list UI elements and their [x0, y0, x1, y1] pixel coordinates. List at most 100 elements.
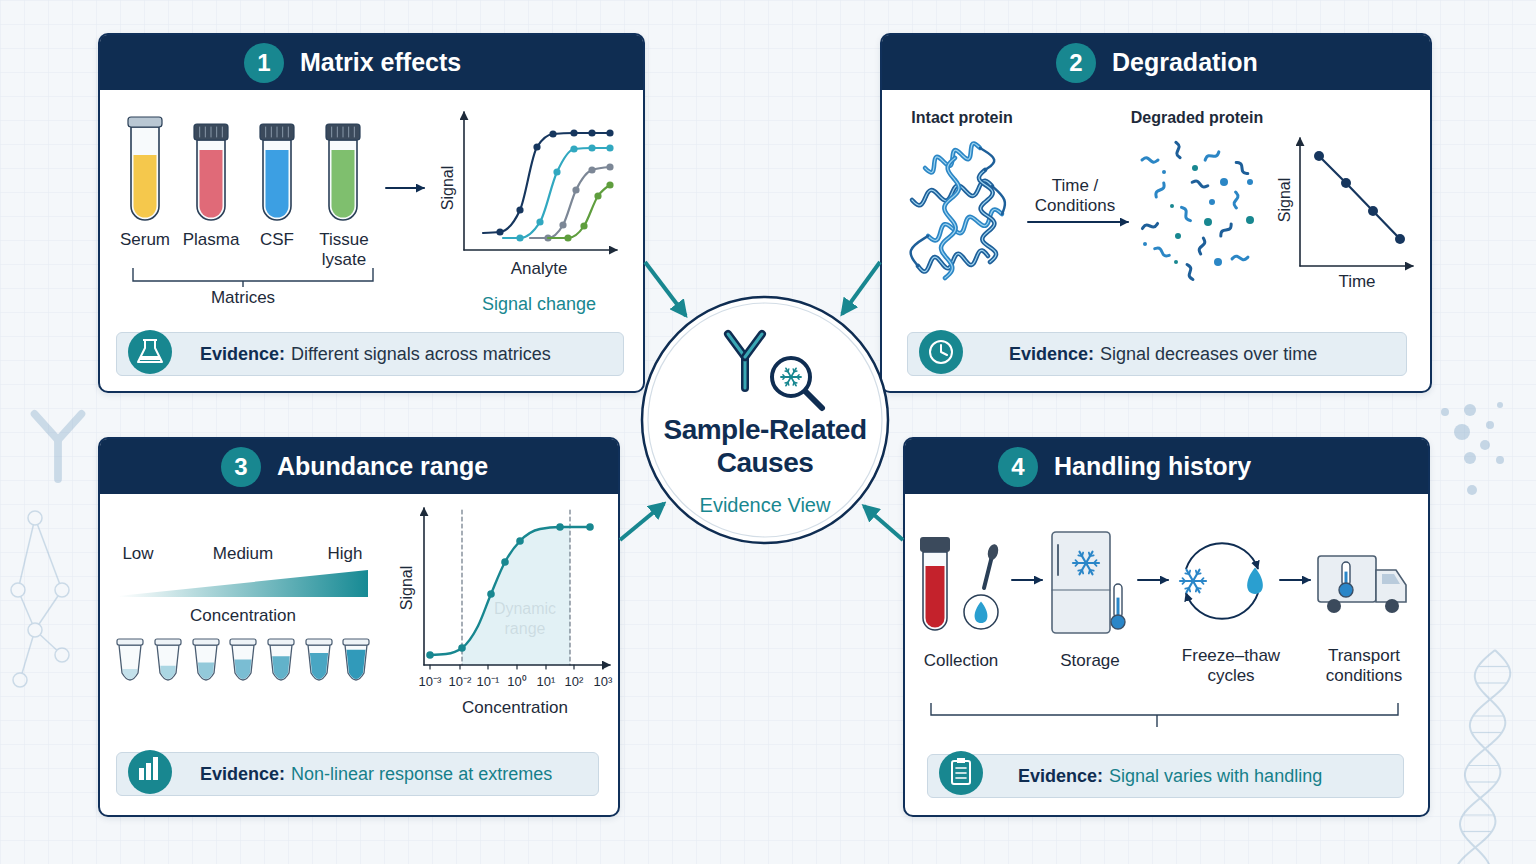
callout-number: 2	[1069, 49, 1082, 77]
network-node	[55, 648, 69, 662]
decor-dot	[1497, 402, 1503, 408]
panel-title: Degradation	[1112, 35, 1258, 90]
axis-title: Signal	[438, 166, 458, 210]
decor-dot	[1441, 408, 1449, 416]
tick-label: 10⁻²	[449, 674, 472, 690]
figure-label: Medium	[213, 544, 273, 564]
evidence-label: Evidence:	[200, 764, 285, 785]
dna-rung	[1466, 781, 1497, 782]
evidence-text: Different signals across matrices	[291, 344, 551, 365]
decor-dot	[1454, 424, 1470, 440]
figure-label: Degraded protein	[1131, 108, 1263, 128]
network-link	[35, 518, 62, 590]
axis-title: Signal	[1275, 178, 1295, 222]
dna-rung	[1489, 699, 1491, 700]
figure-label: Time	[1338, 272, 1375, 292]
tick-label: 10⁰	[507, 674, 526, 690]
dna-strand	[1455, 650, 1505, 864]
network-node	[28, 623, 42, 637]
evidence-text: Non-linear response at extremes	[291, 764, 552, 785]
category-panel: Matrix effects 1Evidence: Different signal…	[98, 33, 645, 393]
figure-label: Collection	[924, 651, 999, 671]
network-link	[18, 590, 35, 630]
figure-label: Serum	[120, 230, 170, 250]
dna-rung	[1462, 831, 1493, 832]
dna-rung	[1475, 847, 1476, 848]
figure-label: Time / Conditions	[1025, 176, 1125, 216]
figure-label: Concentration	[462, 698, 568, 718]
step-badge: 3	[221, 447, 261, 487]
flow-arrow	[645, 262, 686, 316]
evidence-box: Evidence: Non-linear response at extremes	[116, 752, 599, 796]
figure-label: CSF	[260, 230, 294, 250]
network-link	[35, 630, 62, 655]
dna-rung	[1473, 715, 1504, 716]
figure-label: Intact protein	[911, 108, 1012, 128]
dna-rung	[1478, 666, 1509, 667]
panel-title: Abundance range	[277, 439, 488, 494]
antibody-arm	[58, 414, 81, 440]
network-link	[18, 518, 35, 590]
step-badge: 4	[998, 447, 1038, 487]
network-link	[20, 630, 35, 680]
evidence-label: Evidence:	[200, 344, 285, 365]
dna-rung	[1479, 798, 1481, 799]
step-badge: 2	[1056, 43, 1096, 83]
category-panel: Degradation 2Evidence:Signal decreases ov…	[880, 33, 1432, 393]
figure-label: High	[328, 544, 363, 564]
flow-arrow	[842, 262, 880, 314]
figure-label: Plasma	[183, 230, 240, 250]
figure-label: Low	[122, 544, 153, 564]
tick-label: 10²	[565, 674, 584, 690]
dna-rung	[1468, 765, 1500, 766]
evidence-box: Evidence: Signal varies with handling	[927, 754, 1404, 798]
figure-label: Tissue lysate	[309, 230, 379, 270]
decor-dot	[1464, 404, 1476, 416]
evidence-box: Evidence: Different signals across matric…	[116, 332, 624, 376]
decorations	[11, 402, 1510, 864]
network-node	[11, 583, 25, 597]
antibody-arm	[35, 414, 58, 440]
antibody-arm	[54, 440, 62, 479]
callout-number: 4	[1011, 453, 1024, 481]
figure-label: Freeze–thaw cycles	[1171, 646, 1291, 686]
dna-strand	[1460, 650, 1510, 864]
hub-subtitle: Evidence View	[640, 493, 890, 517]
network-link	[35, 590, 62, 630]
step-badge: 1	[244, 43, 284, 83]
evidence-label: Evidence:	[1018, 766, 1103, 787]
dna-rung	[1463, 814, 1495, 815]
evidence-box: Evidence:Signal decreases over time	[907, 332, 1407, 376]
tick-label: 10⁻³	[419, 674, 442, 690]
figure-label: Transport conditions	[1314, 646, 1414, 686]
figure-label: Dynamic range	[485, 599, 565, 639]
decor-dot	[1496, 456, 1504, 464]
callout-number: 3	[234, 453, 247, 481]
network-node	[55, 583, 69, 597]
flow-arrow	[864, 506, 903, 540]
evidence-text: Signal varies with handling	[1109, 766, 1322, 787]
network-node	[28, 511, 42, 525]
hub-circle: Sample-Related CausesEvidence View	[640, 295, 890, 545]
figure-label: Matrices	[211, 288, 275, 308]
tick-label: 10¹	[537, 674, 556, 690]
dna-rung	[1484, 748, 1486, 749]
flow-arrow	[620, 504, 664, 540]
tick-label: 10³	[594, 674, 613, 690]
dna-rung	[1476, 682, 1507, 683]
network-node	[13, 673, 27, 687]
figure-label: Concentration	[190, 606, 296, 626]
panel-title: Matrix effects	[300, 35, 461, 90]
decor-dot	[1486, 421, 1494, 429]
dna-rung	[1471, 732, 1502, 733]
figure-label: Signal change	[482, 294, 596, 314]
evidence-label: Evidence:	[1009, 344, 1094, 365]
decor-dot	[1480, 440, 1490, 450]
decor-dot	[1464, 452, 1476, 464]
panel-title: Handling history	[1054, 439, 1251, 494]
category-panel: Handling history 4Evidence: Signal varies …	[903, 437, 1430, 817]
decor-dot	[1467, 485, 1477, 495]
figure-label: Storage	[1060, 651, 1120, 671]
